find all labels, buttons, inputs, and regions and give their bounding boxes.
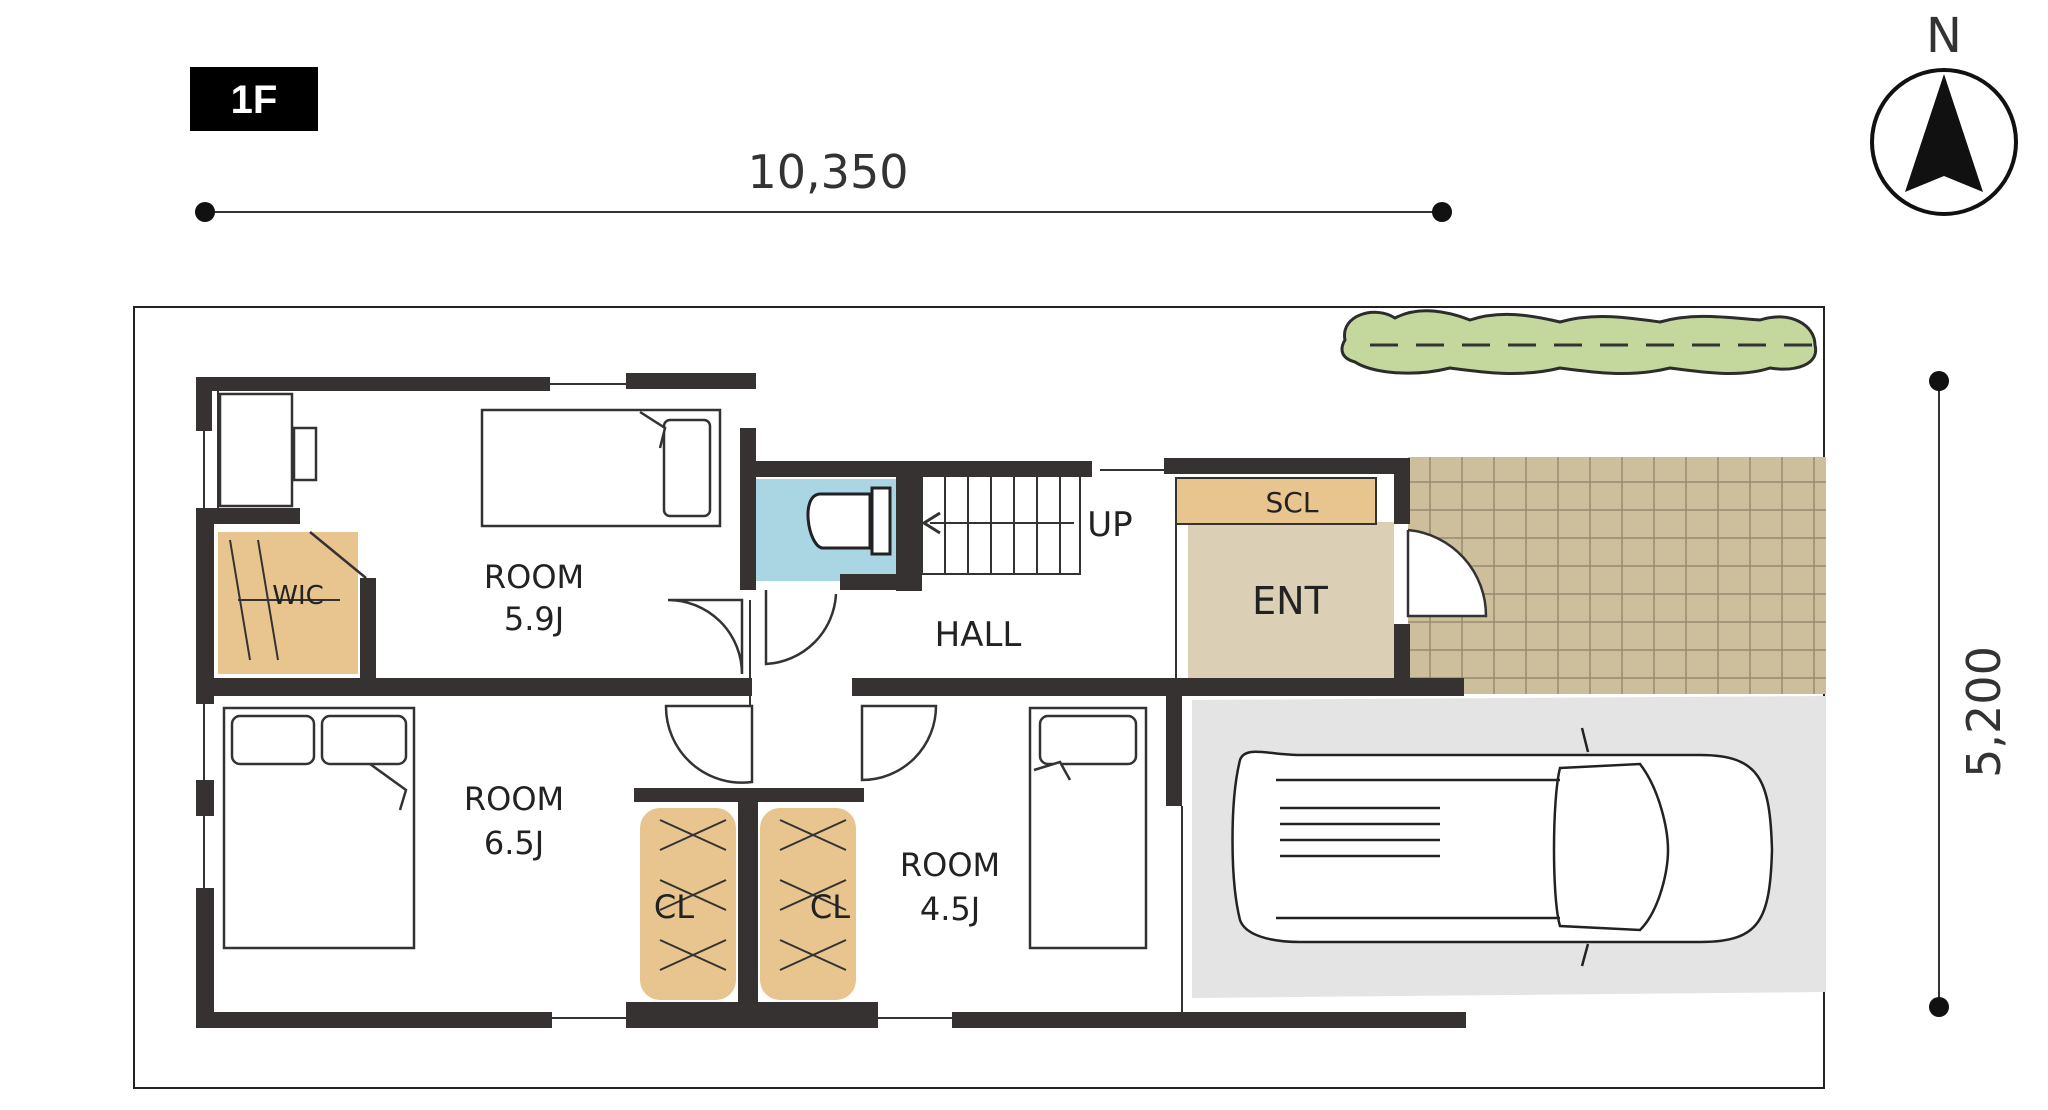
width-dimension-label: 10,350 bbox=[748, 145, 909, 199]
porch-tiles bbox=[1408, 457, 1826, 694]
compass-circle bbox=[1870, 68, 2018, 216]
bed-room-s bbox=[1028, 706, 1148, 950]
shoe-closet bbox=[1175, 477, 1377, 525]
car-icon bbox=[1231, 727, 1774, 967]
thin-lines bbox=[203, 383, 1183, 1019]
toilet-room bbox=[756, 479, 896, 581]
door-entrance bbox=[1406, 528, 1488, 618]
entrance-floor bbox=[1188, 522, 1394, 680]
hall-label: HALL bbox=[935, 615, 1022, 655]
walls bbox=[196, 373, 1466, 1028]
entrance-label: ENT bbox=[1252, 579, 1328, 623]
hedge bbox=[1340, 309, 1820, 375]
stairs bbox=[921, 475, 1081, 575]
room-sw-name: ROOM bbox=[464, 780, 564, 818]
labels: ROOM 5.9J ROOM 6.5J ROOM 4.5J WIC HALL U… bbox=[272, 486, 1328, 928]
room-s-size: 4.5J bbox=[920, 890, 980, 928]
room-nw-name: ROOM bbox=[484, 558, 584, 596]
up-label: UP bbox=[1087, 505, 1132, 545]
depth-dimension-label: 5,200 bbox=[1957, 646, 2011, 778]
wic-label: WIC bbox=[272, 581, 324, 611]
depth-dimension: 5,200 bbox=[1929, 371, 2011, 1017]
room-s-name: ROOM bbox=[900, 846, 1000, 884]
shoe-closet-label: SCL bbox=[1266, 486, 1319, 519]
door-room-sw bbox=[664, 704, 754, 784]
door-wic bbox=[309, 531, 367, 579]
toilet-icon bbox=[806, 492, 872, 550]
floor-badge: 1F bbox=[190, 67, 318, 131]
north-label: N bbox=[1926, 8, 1962, 64]
closet-left-fill bbox=[640, 808, 736, 1000]
door-room-nw bbox=[667, 598, 744, 675]
door-toilet bbox=[764, 590, 838, 666]
room-nw-size: 5.9J bbox=[504, 600, 564, 638]
room-sw-size: 6.5J bbox=[484, 824, 544, 862]
doors bbox=[309, 528, 1488, 784]
closet-hangers bbox=[229, 539, 847, 971]
stairs-arrow-icon bbox=[921, 511, 941, 535]
desk bbox=[218, 392, 318, 508]
bed-room-nw bbox=[480, 408, 722, 528]
closet-left-label: CL bbox=[654, 888, 694, 926]
door-room-s bbox=[860, 704, 938, 782]
north-compass: N bbox=[1870, 8, 2018, 216]
north-arrow-icon bbox=[1905, 74, 1983, 192]
floor-badge-text: 1F bbox=[231, 78, 278, 122]
width-dimension: 10,350 bbox=[195, 145, 1452, 222]
bed-room-sw bbox=[222, 706, 416, 950]
closet-right-label: CL bbox=[810, 888, 850, 926]
closet-right-fill bbox=[760, 808, 856, 1000]
